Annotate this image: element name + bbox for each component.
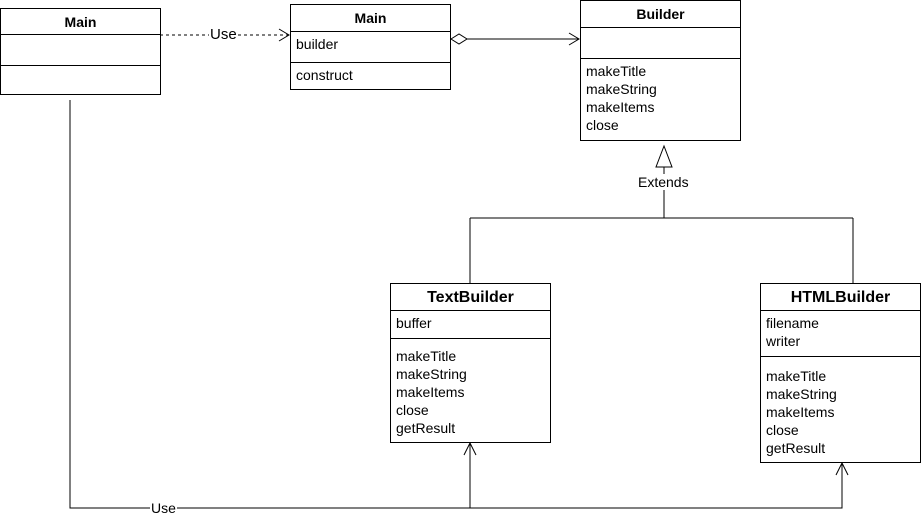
class-main-right-method: construct bbox=[296, 67, 353, 83]
class-builder-methods: makeTitle makeString makeItems close bbox=[581, 59, 740, 137]
class-htmlbuilder-field: filename bbox=[766, 315, 819, 331]
class-htmlbuilder: HTMLBuilder filename writer makeTitle ma… bbox=[760, 283, 921, 463]
aggregation-arrowhead bbox=[568, 32, 580, 46]
class-builder: Builder makeTitle makeString makeItems c… bbox=[580, 0, 741, 141]
class-builder-method: close bbox=[586, 117, 619, 133]
class-textbuilder-method: getResult bbox=[396, 420, 456, 436]
class-htmlbuilder-method: close bbox=[766, 422, 799, 438]
aggregation-diamond bbox=[450, 33, 468, 45]
extends-label: Extends bbox=[637, 174, 690, 190]
class-htmlbuilder-name: HTMLBuilder bbox=[761, 284, 920, 311]
class-main-right-fields: builder bbox=[291, 32, 450, 63]
class-builder-fields bbox=[581, 28, 740, 59]
use-dependency-label: Use bbox=[209, 26, 238, 43]
class-builder-method: makeItems bbox=[586, 99, 655, 115]
class-htmlbuilder-method: makeTitle bbox=[766, 368, 827, 384]
class-textbuilder-method: makeTitle bbox=[396, 348, 457, 364]
class-builder-name: Builder bbox=[581, 1, 740, 28]
use-dependency-arrowhead bbox=[278, 28, 290, 42]
class-textbuilder-method: makeItems bbox=[396, 384, 465, 400]
class-textbuilder-method: close bbox=[396, 402, 429, 418]
use-arrowhead-htmlbuilder bbox=[835, 461, 849, 476]
class-main-left-methods bbox=[1, 66, 160, 72]
class-htmlbuilder-method: makeString bbox=[766, 386, 837, 402]
class-htmlbuilder-method: getResult bbox=[766, 440, 826, 456]
class-main-left-fields bbox=[1, 35, 160, 66]
class-textbuilder-methods: makeTitle makeString makeItems close get… bbox=[391, 339, 550, 440]
use-association-line bbox=[69, 100, 843, 509]
class-htmlbuilder-methods: makeTitle makeString makeItems close get… bbox=[761, 357, 920, 460]
use-arrowhead-textbuilder bbox=[463, 441, 477, 456]
class-main-left-name: Main bbox=[1, 9, 160, 35]
class-htmlbuilder-fields: filename writer bbox=[761, 311, 920, 357]
extends-triangle-arrowhead bbox=[655, 144, 673, 168]
class-textbuilder: TextBuilder buffer makeTitle makeString … bbox=[390, 283, 551, 443]
class-main-right-methods: construct bbox=[291, 63, 450, 87]
class-htmlbuilder-method: makeItems bbox=[766, 404, 835, 420]
class-textbuilder-method: makeString bbox=[396, 366, 467, 382]
class-builder-method: makeString bbox=[586, 81, 657, 97]
class-textbuilder-field: buffer bbox=[396, 315, 432, 331]
class-main-right-name: Main bbox=[291, 5, 450, 32]
class-main-right-field: builder bbox=[296, 36, 339, 52]
class-builder-method: makeTitle bbox=[586, 63, 647, 79]
use-association-label: Use bbox=[150, 500, 177, 516]
class-htmlbuilder-field: writer bbox=[766, 333, 801, 349]
class-textbuilder-name: TextBuilder bbox=[391, 284, 550, 311]
class-textbuilder-fields: buffer bbox=[391, 311, 550, 339]
class-main-left: Main bbox=[0, 8, 161, 95]
class-main-right: Main builder construct bbox=[290, 4, 451, 90]
